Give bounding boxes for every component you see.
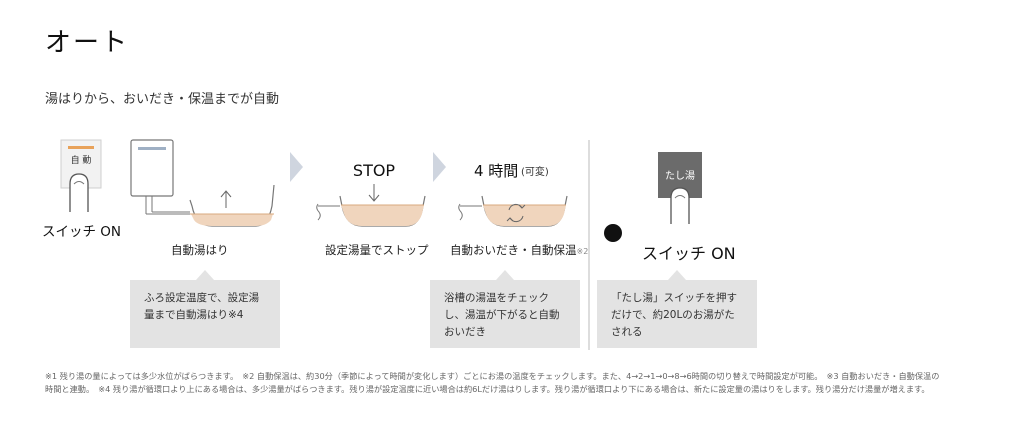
tashiyu-switch-label: たし湯 [665, 169, 695, 182]
bathtub-reheat-icon [458, 195, 568, 227]
finger-icon [69, 173, 89, 212]
auto-switch-label: 自 動 [71, 154, 92, 166]
callout-tashiyu: 「たし湯」スイッチを押すだけで、約20Lのお湯がたされる [597, 270, 757, 348]
bathtub-full-icon [316, 195, 426, 227]
callout-auto-fill: ふろ設定温度で、設定湯量まで自動湯はり※4 [130, 270, 280, 348]
cycle-icon [506, 203, 526, 223]
footnote-ref: ※2 [576, 247, 589, 256]
bullet-dot [604, 224, 622, 242]
step-label-auto-fill: 自動湯はり [171, 243, 229, 257]
bathtub-filling-icon [189, 184, 275, 227]
page-title: オート [45, 28, 130, 58]
finger-icon [670, 187, 690, 224]
remote-controller-icon [130, 139, 190, 215]
flow-arrow-icon [290, 152, 303, 182]
footnotes: ※1 残り湯の量によっては多少水位がばらつきます。 ※2 自動保温は、約30分（… [45, 371, 940, 394]
switch-on-label: スイッチ ON [42, 224, 122, 240]
step-label-reheat-text: 自動おいだき・自動保温 [450, 243, 577, 257]
step-label-reheat: 自動おいだき・自動保温※2 [450, 242, 588, 258]
hours-heading: 4 時間 [474, 162, 518, 180]
tashiyu-switch-on-label: スイッチ ON [642, 244, 736, 263]
page-subtitle: 湯はりから、おいだき・保温までが自動 [45, 92, 280, 107]
callout-reheat: 浴槽の湯温をチェックし、湯温が下がると自動おいだき [430, 270, 580, 348]
flow-arrow-icon [433, 152, 446, 182]
stop-heading: STOP [353, 161, 396, 180]
hours-variable-note: (可変) [521, 165, 549, 178]
step-label-stop: 設定湯量でストップ [325, 243, 429, 257]
down-arrow-icon [368, 184, 380, 202]
